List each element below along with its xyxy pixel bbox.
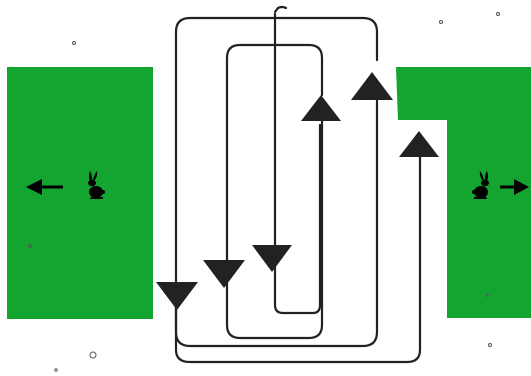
maze-path [174, 5, 422, 364]
direction-arrows [156, 72, 439, 310]
up-arrow-icon [351, 72, 393, 100]
right-arrow-icon [500, 179, 529, 195]
outer-loop [174, 16, 379, 348]
down-arrow-icon [203, 260, 245, 288]
entry-path [174, 150, 422, 364]
up-arrow-icon [399, 131, 439, 157]
down-arrow-icon [252, 245, 292, 272]
inner-loop [273, 5, 322, 315]
up-arrow-icon [301, 95, 341, 121]
paper-specks [28, 12, 500, 372]
right-green-zone [396, 67, 531, 318]
down-arrow-icon [156, 282, 198, 310]
left-green-zone [7, 67, 153, 319]
left-arrow-icon [26, 179, 63, 195]
